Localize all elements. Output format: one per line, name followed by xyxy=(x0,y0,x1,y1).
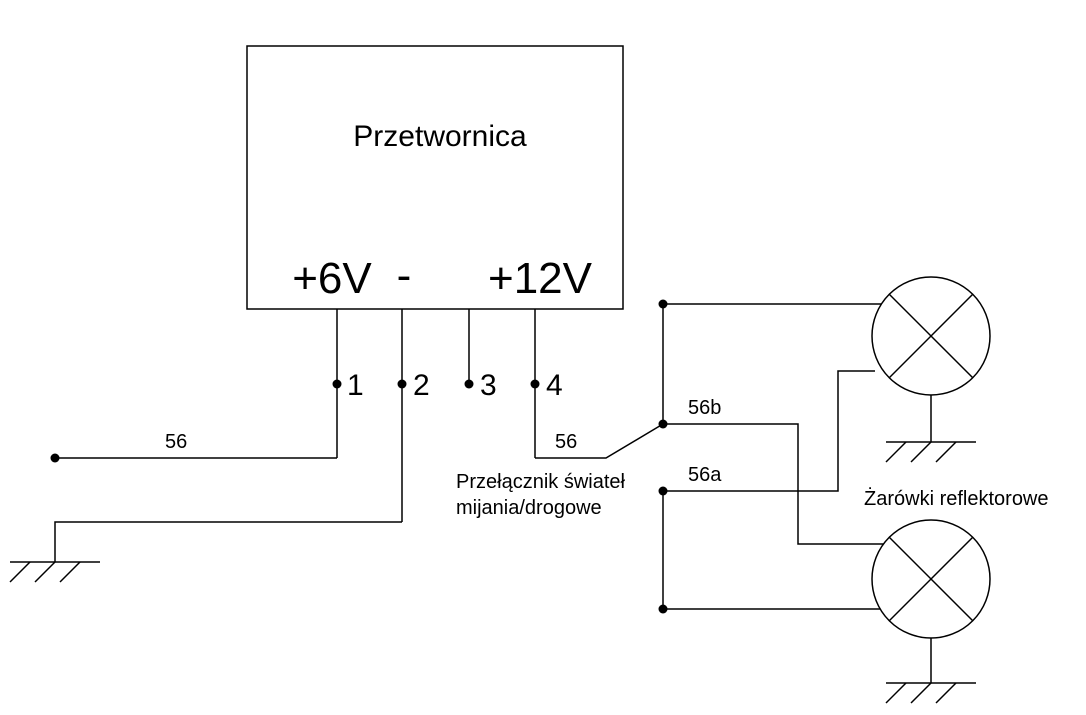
lamp-top-icon xyxy=(871,276,991,396)
terminal-1-dot xyxy=(332,379,342,389)
terminal-1-label: 1 xyxy=(347,369,364,402)
switch-label-line2: mijania/drogowe xyxy=(456,497,602,519)
terminal-3-dot xyxy=(464,379,474,389)
wire-ground-left xyxy=(54,521,402,562)
terminal-2-label: 2 xyxy=(413,369,430,402)
wire-56b-label: 56b xyxy=(688,397,721,419)
ground-symbol-top-lamp xyxy=(885,441,976,463)
wire-56-switch-label: 56 xyxy=(555,431,577,453)
terminal-4-dot xyxy=(530,379,540,389)
wire-56a-label: 56a xyxy=(688,464,722,486)
wire-56b-bottom-lamp xyxy=(663,423,884,545)
lamps-label: Żarówki reflektorowe xyxy=(864,487,1049,510)
terminal-2-dot xyxy=(397,379,407,389)
ground-symbol-bottom-lamp xyxy=(885,682,976,704)
converter-output-6v: +6V xyxy=(292,254,372,303)
ground-symbol-left xyxy=(9,561,100,583)
wire-56-left-end-dot xyxy=(50,453,60,463)
wire-56-left-label: 56 xyxy=(165,431,187,453)
terminal-3-label: 3 xyxy=(480,369,497,402)
switch-label-line1: Przełącznik świateł xyxy=(456,471,626,493)
converter-output-minus: - xyxy=(397,251,412,300)
lamp-bottom-icon xyxy=(871,519,991,639)
terminal-4-label: 4 xyxy=(546,369,563,402)
converter-title: Przetwornica xyxy=(353,120,527,153)
converter-box xyxy=(246,45,624,310)
wire-56a-top-lamp xyxy=(663,370,875,492)
wire-56-switch xyxy=(535,423,664,459)
converter-output-12v: +12V xyxy=(488,254,593,303)
